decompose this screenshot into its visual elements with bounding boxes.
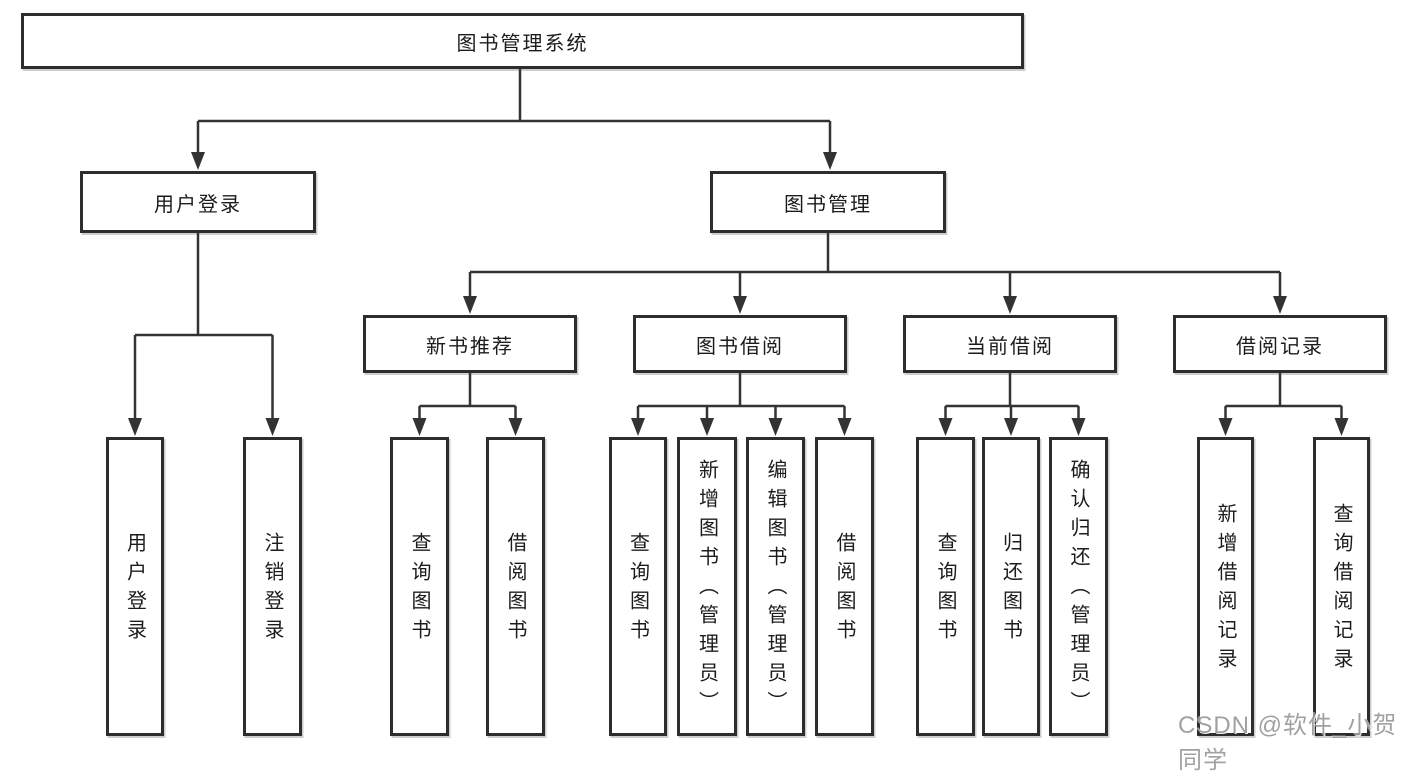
node-current-borrowing: 当前借阅 bbox=[903, 315, 1117, 373]
leaf-query-books-borrow: 查询图书 bbox=[609, 437, 667, 736]
leaf-borrow-books-recommend: 借阅图书 bbox=[486, 437, 545, 736]
node-library-management-system: 图书管理系统 bbox=[21, 13, 1024, 69]
org-chart: 图书管理系统 用户登录 图书管理 新书推荐 图书借阅 当前借阅 借阅记录 用户登… bbox=[21, 13, 1396, 774]
node-new-book-recommendation: 新书推荐 bbox=[363, 315, 577, 373]
node-book-management: 图书管理 bbox=[710, 171, 946, 233]
node-user-login: 用户登录 bbox=[80, 171, 316, 233]
leaf-query-books-recommend: 查询图书 bbox=[390, 437, 449, 736]
leaf-query-borrow-record: 查询借阅记录 bbox=[1313, 437, 1370, 736]
leaf-borrow-books: 借阅图书 bbox=[815, 437, 874, 736]
leaf-return-books: 归还图书 bbox=[982, 437, 1040, 736]
leaf-edit-books-admin: 编辑图书（管理员） bbox=[746, 437, 805, 736]
leaf-logout: 注销登录 bbox=[243, 437, 302, 736]
leaf-confirm-return-admin: 确认归还（管理员） bbox=[1049, 437, 1108, 736]
arrowheads bbox=[128, 152, 1349, 436]
node-book-borrowing: 图书借阅 bbox=[633, 315, 847, 373]
leaf-add-books-admin: 新增图书（管理员） bbox=[677, 437, 737, 736]
leaf-query-books-current: 查询图书 bbox=[916, 437, 975, 736]
node-borrowing-records: 借阅记录 bbox=[1173, 315, 1387, 373]
csdn-watermark: CSDN @软件_小贺同学 bbox=[1178, 712, 1398, 774]
connector-lines bbox=[128, 69, 1349, 436]
leaf-user-login: 用户登录 bbox=[106, 437, 164, 736]
leaf-add-borrow-record: 新增借阅记录 bbox=[1197, 437, 1254, 736]
